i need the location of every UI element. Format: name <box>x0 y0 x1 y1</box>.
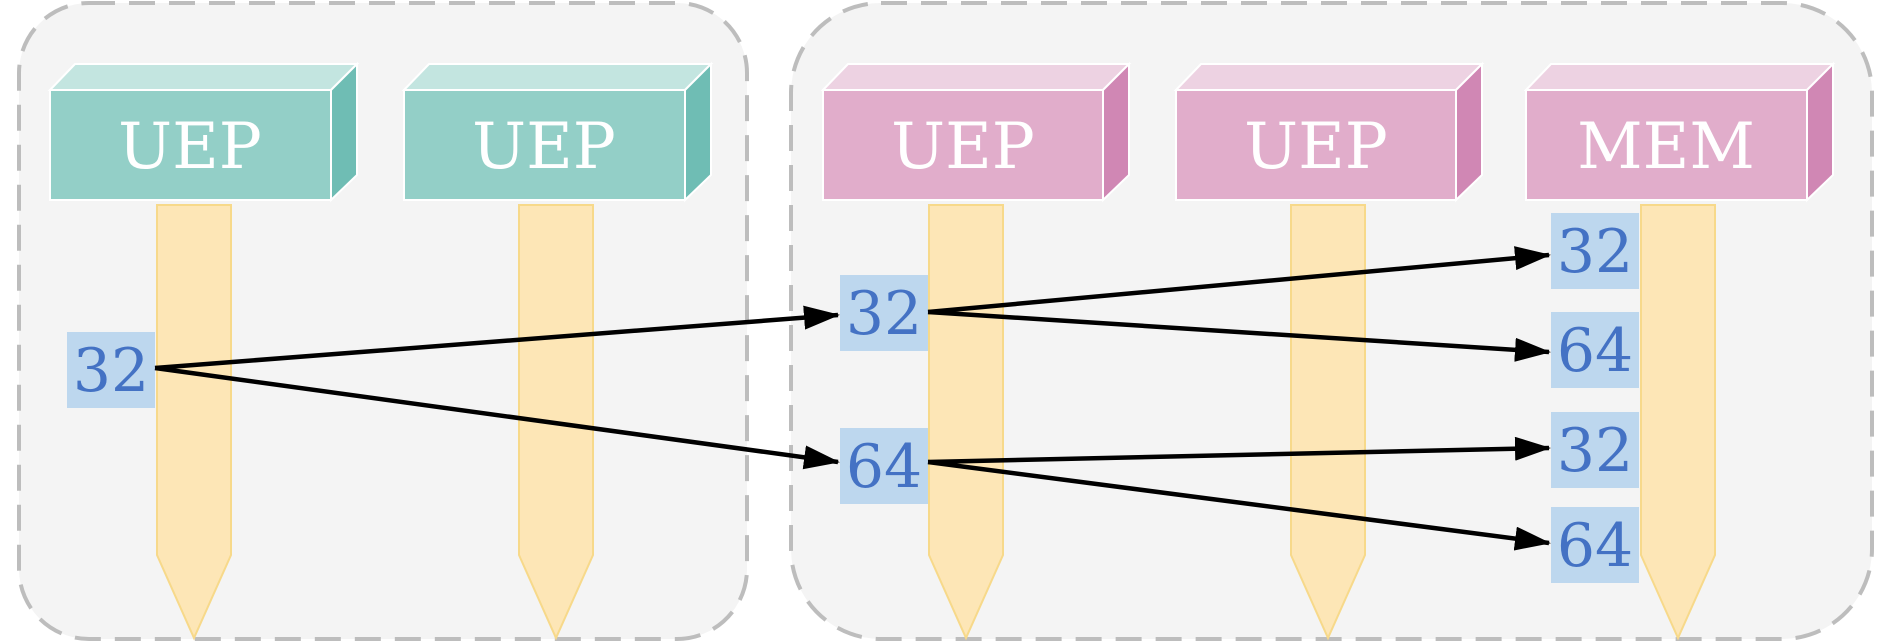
value-tag-mem-64-b: 64 <box>1551 507 1639 583</box>
value-tag-mem-32-b: 32 <box>1551 412 1639 488</box>
value-text: 64 <box>1557 511 1633 581</box>
arrow-mid32-to-mem32 <box>927 246 1551 315</box>
unit-box-uep-4: UEP <box>1173 61 1485 203</box>
value-text: 64 <box>846 432 922 502</box>
unit-box-mem: MEM <box>1523 61 1836 203</box>
arrow-mid32-to-mem64 <box>927 309 1551 362</box>
unit-label: UEP <box>891 110 1035 184</box>
arrow-mid64-to-mem32 <box>927 436 1551 465</box>
value-text: 64 <box>1557 316 1633 386</box>
value-text: 32 <box>846 279 922 349</box>
unit-label: UEP <box>472 110 616 184</box>
value-tag-mem-64-a: 64 <box>1551 312 1639 388</box>
unit-box-uep-3: UEP <box>820 61 1132 203</box>
lane-right-2 <box>1290 204 1366 641</box>
value-text: 32 <box>1557 217 1633 287</box>
value-tag-mem-32-a: 32 <box>1551 213 1639 289</box>
arrow-left32-to-mid32 <box>154 305 840 371</box>
unit-label: UEP <box>1244 110 1388 184</box>
value-tag-mid-32: 32 <box>840 275 928 351</box>
value-text: 32 <box>73 336 149 406</box>
arrow-mid64-to-mem64 <box>927 459 1551 551</box>
lane-right-3 <box>1640 204 1716 641</box>
value-tag-mid-64: 64 <box>840 428 928 504</box>
value-tag-left-32: 32 <box>67 332 155 408</box>
lane-right-1 <box>928 204 1004 641</box>
unit-box-uep-1: UEP <box>47 61 360 203</box>
value-text: 32 <box>1557 416 1633 486</box>
unit-label: UEP <box>118 110 262 184</box>
unit-box-uep-2: UEP <box>401 61 714 203</box>
arrow-left32-to-mid64 <box>154 365 840 470</box>
unit-label: MEM <box>1577 110 1755 184</box>
lane-left-1 <box>156 204 232 641</box>
